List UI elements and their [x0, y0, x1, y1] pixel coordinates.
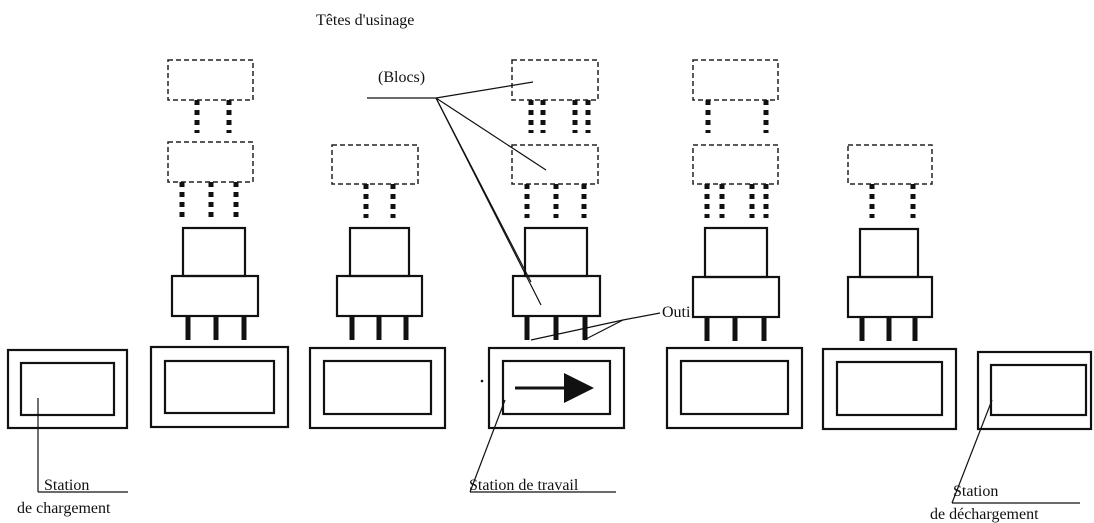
machining-unit-2 [308, 144, 447, 430]
upper-block-1b [167, 141, 254, 183]
work-station [487, 346, 626, 430]
head-body-4 [691, 275, 781, 319]
upper-block-3b [511, 144, 599, 185]
upper-block-2 [331, 144, 419, 185]
unloading-station-label-line2: de déchargement [930, 506, 1039, 523]
head-motor-2 [348, 226, 411, 278]
head-motor-1 [181, 226, 247, 278]
work-station-label: Station de travail [469, 477, 579, 494]
unloading-station [976, 350, 1093, 431]
tools-leader-lines [530, 312, 661, 341]
blocks-leader-lines [367, 81, 547, 306]
head-body-2 [335, 274, 424, 318]
machining-unit-1 [149, 59, 290, 429]
upper-block-4a [692, 59, 779, 101]
loading-station [6, 348, 129, 430]
tools-label: Outi [662, 304, 691, 321]
blocks-label: (Blocs) [378, 69, 425, 86]
station-5 [665, 346, 804, 430]
upper-block-5 [847, 144, 933, 185]
station-leader-lines [37, 398, 1080, 504]
loading-station-label-line2: de chargement [17, 500, 111, 517]
head-motor-5 [858, 227, 920, 279]
head-motor-4 [703, 226, 769, 279]
machining-unit-5 [821, 144, 958, 431]
machining-unit-3 [480, 59, 626, 430]
upper-block-4b [692, 144, 779, 185]
upper-block-3a [511, 59, 599, 101]
loading-station-label-line1: Station [44, 477, 89, 494]
unloading-station-label-line1: Station [953, 483, 998, 500]
upper-block-1a [167, 59, 254, 101]
head-body-3 [511, 274, 602, 318]
station-3 [308, 346, 447, 430]
head-body-1 [170, 274, 260, 318]
station-6 [821, 347, 958, 431]
head-body-5 [846, 275, 934, 319]
head-motor-3 [523, 226, 589, 278]
heads-title: Têtes d'usinage [316, 12, 414, 29]
machining-unit-4 [665, 59, 804, 430]
station-2 [149, 345, 290, 429]
